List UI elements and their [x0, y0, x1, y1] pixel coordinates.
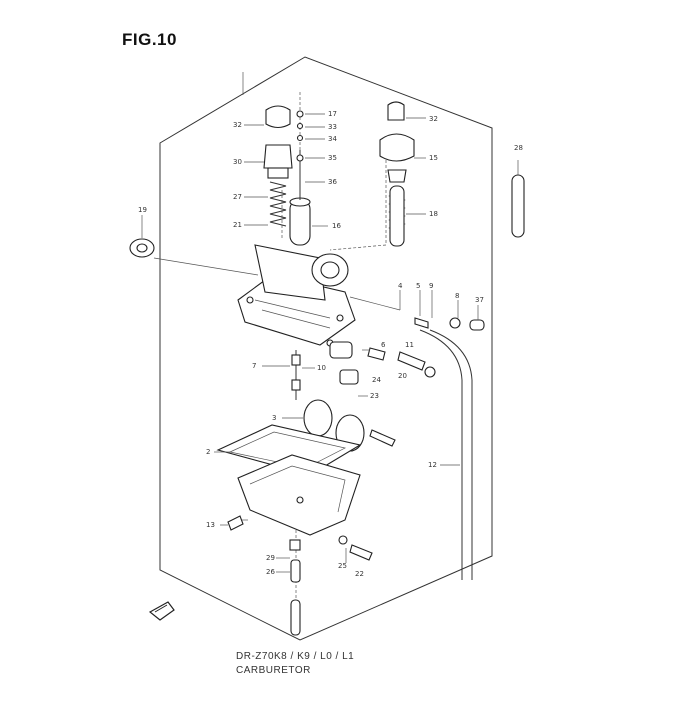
throttle-spring [269, 181, 287, 227]
svg-text:32: 32 [429, 115, 438, 123]
svg-text:30: 30 [233, 158, 242, 166]
svg-text:17: 17 [328, 110, 337, 118]
svg-text:35: 35 [328, 154, 337, 162]
footer-model-line: DR-Z70K8 / K9 / L0 / L1 [236, 651, 355, 662]
svg-text:27: 27 [233, 193, 242, 201]
svg-text:37: 37 [475, 296, 484, 304]
svg-text:32: 32 [233, 121, 242, 129]
svg-text:33: 33 [328, 123, 337, 131]
svg-text:16: 16 [332, 222, 341, 230]
svg-text:36: 36 [328, 178, 337, 186]
svg-text:25: 25 [338, 562, 347, 570]
pilot-jet-parts [291, 341, 436, 400]
svg-text:21: 21 [233, 221, 242, 229]
callout-labels: 32 30 27 21 17 33 34 35 36 16 32 15 18 [138, 110, 523, 578]
svg-text:22: 22 [355, 570, 364, 578]
svg-text:26: 26 [266, 568, 275, 576]
carburetor-top-cap [263, 105, 293, 179]
front-arrow-icon [148, 601, 175, 621]
svg-text:3: 3 [272, 414, 276, 422]
figure-title: FIG.10 [122, 30, 177, 49]
svg-text:10: 10 [317, 364, 326, 372]
svg-text:2: 2 [206, 448, 210, 456]
svg-text:12: 12 [428, 461, 437, 469]
svg-text:28: 28 [514, 144, 523, 152]
throttle-valve [289, 110, 311, 246]
overflow-tube [419, 329, 473, 580]
svg-text:11: 11 [405, 341, 414, 349]
svg-text:13: 13 [206, 521, 215, 529]
svg-text:20: 20 [398, 372, 407, 380]
mixture-screw-parts [349, 290, 485, 331]
fuel-hose-fitting [511, 160, 525, 238]
svg-text:4: 4 [398, 282, 403, 290]
svg-text:24: 24 [372, 376, 381, 384]
svg-text:15: 15 [429, 154, 438, 162]
svg-text:9: 9 [429, 282, 433, 290]
float-bowl [237, 454, 361, 536]
assembly-boundary [159, 56, 493, 641]
carburetor-body [237, 244, 356, 347]
svg-text:5: 5 [416, 282, 420, 290]
svg-text:29: 29 [266, 554, 275, 562]
assembly-line [329, 244, 387, 251]
svg-text:8: 8 [455, 292, 459, 300]
svg-text:6: 6 [381, 341, 386, 349]
choke-assembly [379, 101, 415, 247]
svg-text:18: 18 [429, 210, 438, 218]
svg-text:23: 23 [370, 392, 379, 400]
svg-text:7: 7 [252, 362, 256, 370]
footer-caption: CARBURETOR [236, 665, 311, 676]
drain-screw-parts [227, 515, 373, 636]
svg-text:19: 19 [138, 206, 147, 214]
idle-screw-parts [129, 238, 259, 276]
svg-text:34: 34 [328, 135, 337, 143]
